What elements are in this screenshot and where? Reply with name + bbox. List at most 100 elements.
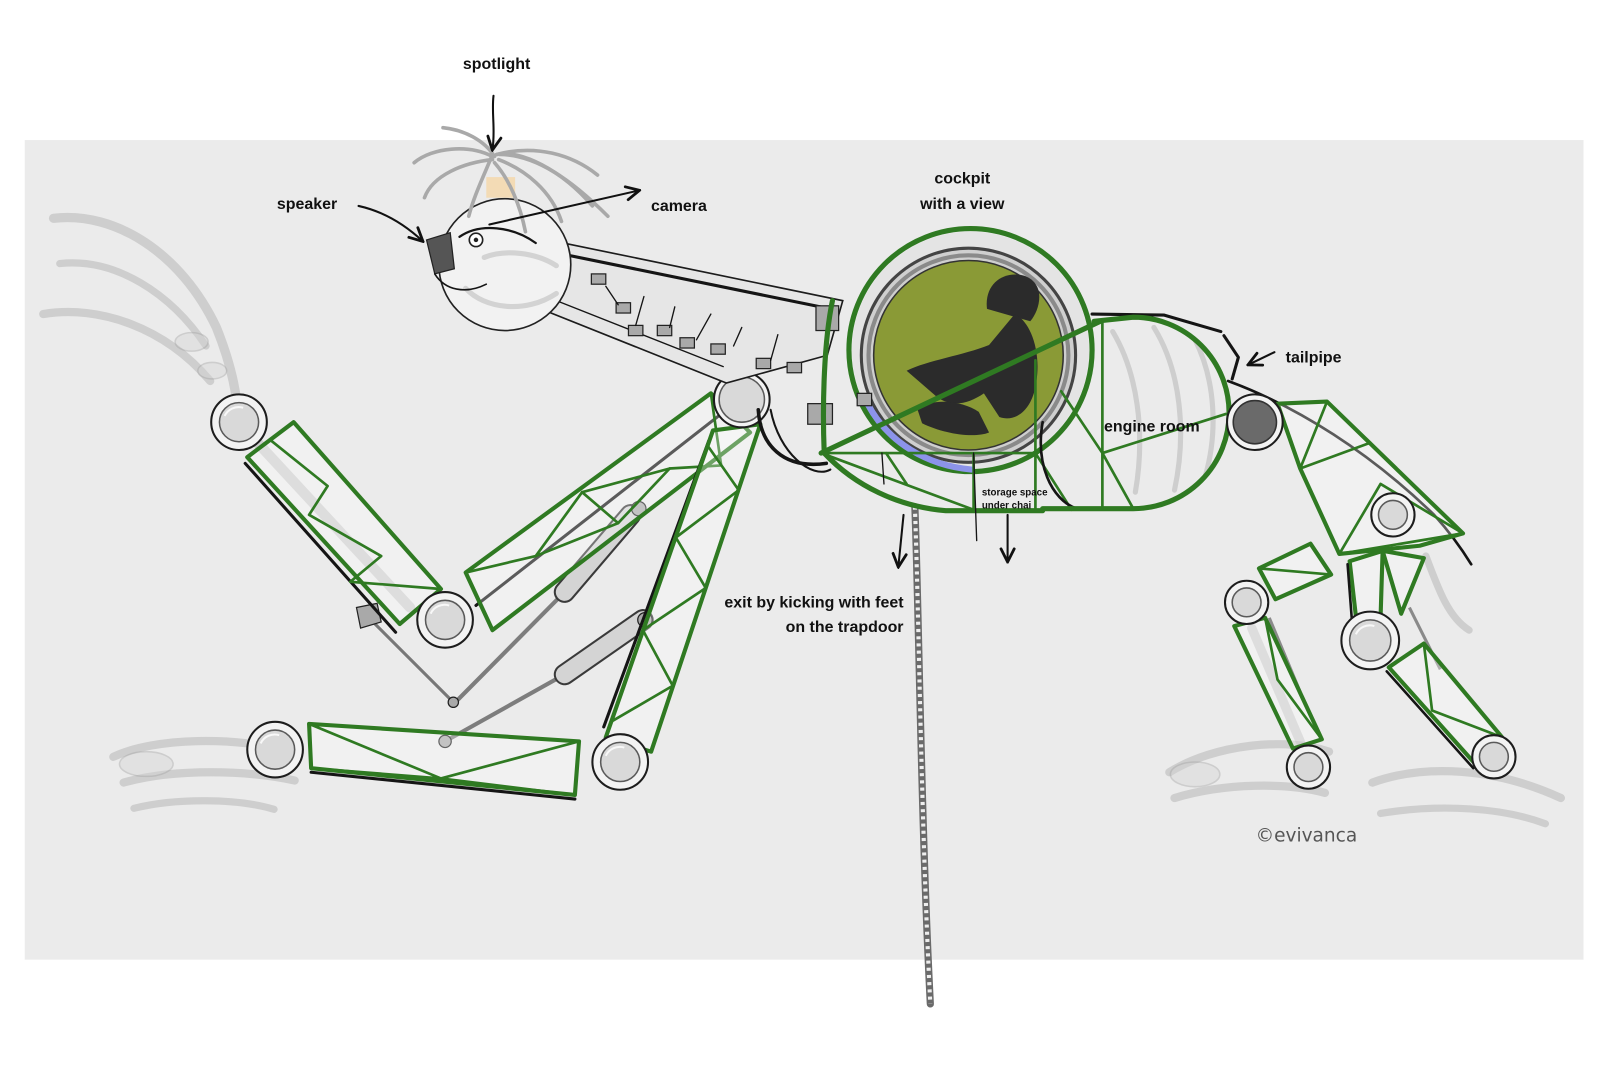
engine-room-bracing (1059, 319, 1228, 511)
ghost-hind-leg-bone (1247, 623, 1305, 747)
head-skull-sketch (463, 250, 559, 310)
engine-room-back-arc (1039, 420, 1078, 511)
label-cockpit-line1: cockpit (934, 170, 991, 187)
ghost-foot-left-3 (130, 797, 278, 813)
knee-joint-highlight (604, 745, 625, 757)
front-legs (210, 370, 771, 801)
ankle-joint-hub (254, 729, 296, 770)
eye-mask-line (458, 226, 537, 245)
label-cockpit-line2: with a view (919, 196, 1005, 213)
neck-actuator-8 (786, 361, 803, 374)
neck-actuator-6 (710, 343, 726, 355)
hind-knee-joint (1370, 492, 1416, 538)
hind-link-shadow (1346, 562, 1353, 620)
label-exit-line1: exit by kicking with feet (724, 595, 904, 612)
hind-link-frame (1347, 548, 1385, 620)
ghost-tail-chain (1422, 552, 1473, 634)
neck-actuator-4 (656, 324, 673, 337)
ghost-foot-left-bone (118, 750, 174, 778)
rope (911, 503, 934, 1008)
upper-arm-cross-brace (534, 467, 672, 558)
hind-legs (1223, 393, 1517, 790)
hind-shin-front-bracing (1263, 616, 1324, 741)
label-camera: camera (651, 198, 707, 215)
wrist-joint (210, 393, 268, 452)
cockpit (818, 226, 1103, 542)
foot-bar-shadow-edge (309, 770, 577, 801)
tailpipe-icon (1222, 334, 1240, 381)
speaker-arrow-icon (357, 204, 423, 241)
piston-1-cylinder (555, 506, 640, 601)
artist-credit: ©evivanca (1256, 825, 1358, 846)
elbow-joint (416, 591, 474, 649)
hair-tufts (412, 125, 610, 234)
ghost-foot-right-2 (1170, 781, 1330, 803)
hip-joint (1226, 393, 1284, 452)
trapdoor-main-diagonal (818, 318, 1103, 456)
hind-middle-joint (1340, 610, 1401, 671)
piston-1-pivot (447, 696, 460, 709)
rope-braid (912, 506, 933, 1005)
shoulder-joint (712, 370, 771, 429)
head (412, 125, 610, 332)
pilot-silhouette (906, 274, 1040, 436)
hair-strand-2 (422, 157, 495, 200)
ghost-claw-3 (39, 307, 215, 386)
neck-actuator-3 (627, 324, 644, 337)
hip-joint-hub (1232, 399, 1278, 445)
ghost-foot-right-4 (1376, 804, 1550, 828)
ghost-rib-1 (1110, 328, 1143, 495)
hind-shin-upper-bracing (1257, 567, 1333, 576)
pilot-legs (916, 401, 990, 436)
hind-link-frame-2 (1380, 548, 1426, 616)
cockpit-window-rim (866, 253, 1071, 458)
ghost-rib-3 (1192, 337, 1216, 479)
knee-joint (591, 733, 650, 791)
neck-actuator-1 (590, 273, 607, 285)
ghost-foot-right-3 (1368, 766, 1565, 803)
knee-joint-hub (599, 741, 641, 783)
piston-2-cylinder (555, 611, 652, 684)
foreleg-bracing (609, 444, 741, 724)
label-exit-line2: on the trapdoor (786, 619, 904, 636)
hair-strand-1 (412, 147, 495, 165)
hair-strand-8 (497, 152, 610, 219)
upper-arm-frame (463, 391, 753, 633)
neck-actuator-2 (615, 302, 632, 314)
ankle-joint (246, 720, 304, 779)
belly-cable-2 (769, 408, 832, 473)
hind-shin-back-bracing (1422, 642, 1504, 739)
piston-1-rod (453, 590, 567, 704)
spotlight-arrow-icon (492, 94, 493, 150)
pilot-head (986, 274, 1040, 322)
ghost-claw-1 (48, 212, 242, 409)
pilot-body (906, 314, 1038, 419)
piston-2-rod (444, 672, 566, 744)
hind-front-foot-joint (1285, 744, 1332, 790)
upper-arm-shadow-edge (474, 412, 723, 608)
hind-back-foot-hub (1478, 741, 1510, 773)
foot-bar-bracing (307, 722, 581, 797)
seat-tube-clamp (856, 392, 873, 407)
hind-front-ankle-joint (1223, 579, 1270, 626)
label-engine-room: engine room (1104, 418, 1200, 435)
piston-2-pivot (438, 734, 452, 749)
body-shell-outline (1090, 312, 1223, 334)
camera-arrow-icon (488, 190, 638, 226)
hind-front-foot-hub (1293, 751, 1324, 783)
ghost-foot-right-bone (1169, 761, 1221, 788)
label-spotlight: spotlight (463, 56, 531, 73)
tailpipe-arrow-icon (1249, 351, 1276, 364)
elbow-joint-highlight (429, 603, 450, 615)
ghost-claw-2 (56, 259, 210, 350)
hind-knee-joint-hub (1377, 499, 1409, 531)
neck (545, 242, 844, 473)
ghost-rib-2 (1151, 324, 1184, 493)
drawing-backdrop (24, 140, 1584, 960)
hind-back-foot-joint (1471, 734, 1517, 780)
elbow-joint-hub (424, 599, 466, 641)
hind-middle-joint-highlight (1354, 624, 1375, 635)
label-storage-line1: storage space (982, 487, 1048, 498)
seat-tube (864, 400, 975, 473)
